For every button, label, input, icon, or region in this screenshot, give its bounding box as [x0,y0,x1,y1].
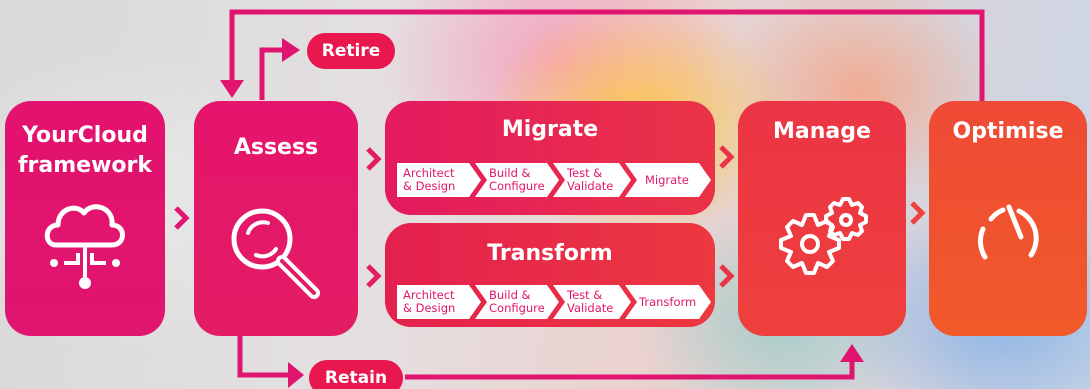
step-label: Architect & Design [403,288,456,315]
feedback-loop-line [229,9,985,102]
framework-box: YourCloud framework [5,101,165,336]
retain-pill: Retain [309,360,403,389]
transform-step-3: Test & Validate [553,285,631,319]
assess-title: Assess [233,135,319,160]
framework-title: YourCloud framework [17,123,153,178]
retain-to-manage-arrowhead [840,344,864,362]
transform-step-2: Build & Configure [475,285,559,319]
transform-title: Transform [487,241,613,266]
transform-step-4: Transform [625,285,711,319]
step-label: Test & Validate [567,166,614,193]
feedback-loop-arrowhead [220,80,244,98]
assess-box: Assess [194,101,358,336]
migrate-step-4: Migrate [625,163,711,197]
migrate-title: Migrate [501,117,599,142]
gauge-icon [977,204,1039,260]
optimise-title: Optimise [952,119,1064,144]
cloud-network-icon [44,204,125,289]
gears-icon [779,197,868,275]
optimise-box: Optimise [929,101,1087,336]
migrate-step-2: Build & Configure [475,163,559,197]
step-label: Transform [639,294,697,309]
chevron-right-icon [366,147,382,171]
retain-connector [237,335,290,378]
magnifier-icon [231,208,320,299]
retire-connector [259,47,284,100]
retire-pill: Retire [307,33,395,69]
migrate-step-1: Architect & Design [397,163,481,197]
manage-title: Manage [773,119,871,144]
manage-box: Manage [738,101,906,336]
retain-arrowhead [288,362,304,388]
retire-arrowhead [282,38,300,62]
chevron-right-icon [719,264,735,288]
chevron-right-icon [174,206,190,230]
step-label: Architect & Design [403,166,456,193]
migrate-box: Migrate Architect & Design Build & Confi… [385,101,715,215]
transform-steps: Architect & Design Build & Configure Tes… [397,285,705,319]
retain-to-manage-line [405,360,855,380]
step-label: Build & Configure [489,288,545,315]
chevron-right-icon [910,201,926,225]
step-label: Migrate [645,172,689,187]
step-label: Test & Validate [567,288,614,315]
step-label: Build & Configure [489,166,545,193]
chevron-right-icon [719,145,735,169]
migrate-step-3: Test & Validate [553,163,631,197]
transform-step-1: Architect & Design [397,285,481,319]
chevron-right-icon [366,264,382,288]
migrate-steps: Architect & Design Build & Configure Tes… [397,163,705,197]
transform-box: Transform Architect & Design Build & Con… [385,223,715,327]
